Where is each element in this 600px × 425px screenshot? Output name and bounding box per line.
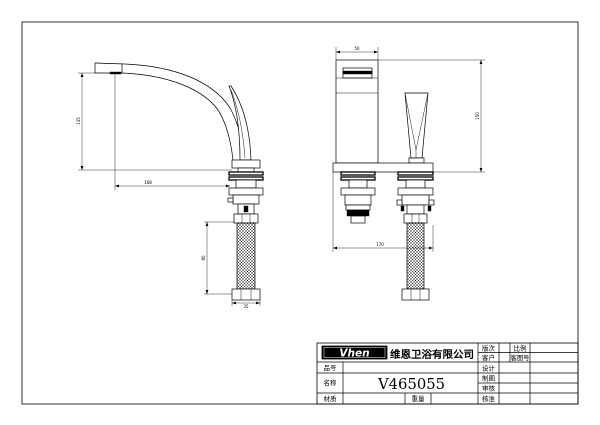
outlet-fitting-body (346, 209, 370, 217)
outlet-fitting-end (350, 215, 366, 224)
label-drafting: 制图 (482, 374, 495, 383)
shank-end (406, 204, 425, 215)
mounting-bracket (401, 194, 430, 206)
hose-top-fitting (403, 213, 428, 224)
mounting-nut (228, 187, 264, 196)
mounting-nut (340, 187, 376, 196)
label-customer-drawing-no: 客图号 (511, 353, 530, 362)
dimension-label-height: 150 (475, 112, 480, 120)
spout-tip (94, 63, 123, 74)
spout-top-edge (94, 62, 245, 161)
base-plate (231, 159, 261, 169)
company-name: 维恩卫浴有限公司 (390, 348, 474, 361)
label-name: 名称 (324, 378, 338, 387)
braided-hose (406, 222, 425, 290)
aerator (109, 71, 122, 75)
dimension-label-spout-width: 50 (354, 46, 360, 51)
spout-outlet-band (342, 70, 373, 75)
dimension-label-hose: 80 (201, 255, 206, 261)
bracket-ear (428, 199, 435, 206)
threaded-shank (348, 179, 368, 189)
bracket-tab (227, 197, 234, 203)
hose-bottom-nut (231, 288, 261, 301)
label-weight: 重量 (412, 395, 426, 403)
side-view: 135 168 80 35 (76, 62, 264, 309)
bracket-ear (396, 199, 403, 206)
fixing-screw (400, 205, 405, 212)
braided-hose (236, 222, 256, 290)
fixing-screw (243, 205, 249, 213)
title-block: Vhen 维恩卫浴有限公司 品号 名称 材质 重量 V465055 版次 客户 … (316, 342, 579, 405)
product-model: V465055 (377, 375, 445, 393)
hose-bottom-nut (401, 288, 430, 301)
label-review: 审核 (482, 384, 496, 393)
label-customer: 客户 (482, 353, 495, 362)
title-block-border (316, 342, 579, 405)
drawing-frame (21, 21, 579, 405)
threaded-shank (405, 179, 426, 189)
gasket-upper (340, 171, 376, 176)
handle-lever-inner-line (230, 89, 246, 159)
label-item-no: 品号 (324, 364, 338, 372)
gasket-upper (397, 171, 434, 176)
company-logo: Vhen (339, 348, 369, 360)
dimension-label-height: 135 (76, 117, 81, 125)
gasket-lower (397, 176, 434, 181)
mounting-bracket (344, 194, 372, 206)
mounting-bracket (232, 194, 260, 205)
handle-lever-inner-lines (404, 92, 429, 158)
dimension-label-reach: 168 (144, 180, 152, 185)
hose-top-fitting (233, 213, 259, 224)
base-plate (332, 162, 434, 173)
threaded-shank (235, 179, 257, 189)
label-version: 版次 (482, 344, 496, 353)
handle-lever (228, 85, 252, 161)
label-material: 材质 (324, 394, 338, 403)
company-logo-inner-frame (323, 347, 386, 358)
handle-base (408, 157, 425, 164)
front-view: 50 150 170 (332, 46, 485, 301)
dimension-label-base-width: 170 (376, 242, 384, 247)
fixing-screw (427, 205, 432, 212)
label-approval: 核准 (482, 394, 496, 403)
label-scale: 比例 (514, 344, 527, 353)
company-logo-box (321, 345, 388, 360)
dimension-label-fitting: 35 (243, 304, 249, 309)
outlet-fitting (345, 204, 371, 211)
label-design: 设计 (482, 364, 496, 373)
gasket-lower (228, 176, 264, 181)
gasket-lower (340, 176, 376, 181)
spout-bottom-edge (121, 72, 234, 161)
mounting-nut (397, 187, 434, 196)
gasket-upper (228, 171, 264, 176)
